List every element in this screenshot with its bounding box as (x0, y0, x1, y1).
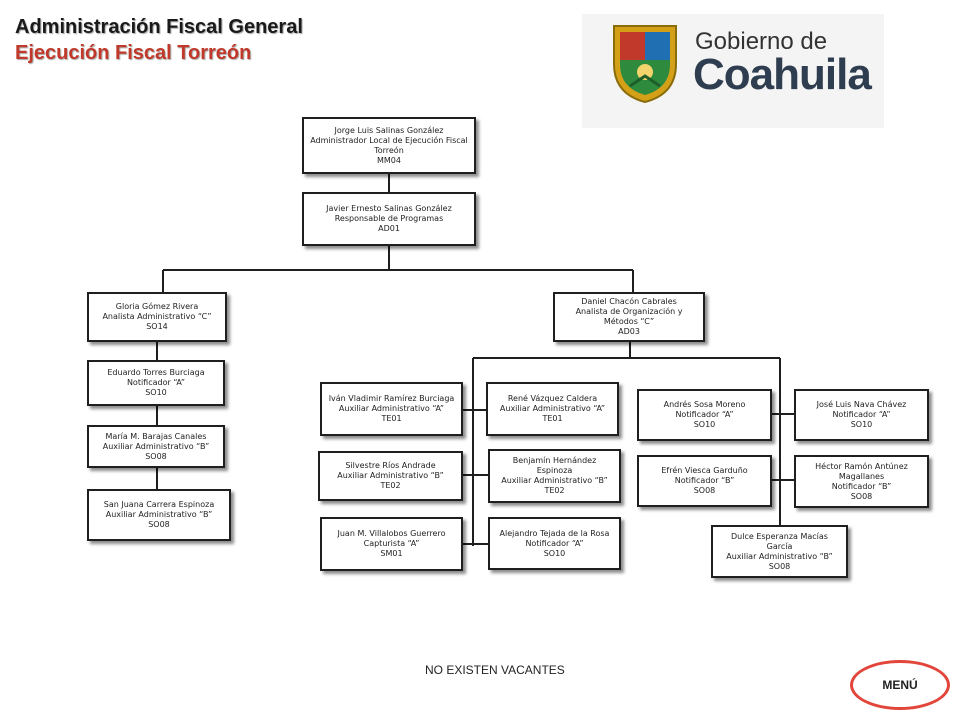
node-role: Notificador “B” (831, 481, 892, 491)
node-role: Notificador “A” (525, 538, 584, 548)
org-node-responsable: Javier Ernesto Salinas González Responsa… (302, 192, 476, 246)
node-name: Silvestre Ríos Andrade (345, 461, 436, 470)
node-code: AD01 (378, 224, 400, 233)
coahuila-seal-icon (613, 25, 677, 104)
node-code: TE02 (380, 481, 401, 490)
node-name: María M. Barajas Canales (105, 431, 207, 441)
org-node-silvestre: Silvestre Ríos Andrade Auxiliar Administ… (318, 451, 463, 501)
org-node-jose: José Luis Nava Chávez Notificador “A” SO… (794, 389, 929, 441)
logo-text-coahuila: Coahuila (693, 50, 872, 99)
node-code: TE01 (381, 414, 402, 423)
org-node-efren: Efrén Viesca Garduño Notificador “B” SO0… (637, 455, 772, 507)
node-role: Auxiliar Administrativo “A” (499, 404, 606, 413)
org-node-dulce: Dulce Esperanza Macías García Auxiliar A… (711, 525, 848, 578)
node-name: Andrés Sosa Moreno (663, 400, 746, 409)
node-role: Notificador “B” (674, 476, 735, 485)
node-code: SO10 (693, 420, 716, 429)
node-name: Iván Vladimir Ramírez Burciaga (328, 394, 455, 403)
node-name: José Luis Nava Chávez (816, 400, 907, 409)
node-name: René Vázquez Caldera (507, 394, 598, 403)
node-role: Responsable de Programas (334, 214, 444, 223)
node-code: SO08 (148, 520, 170, 529)
page-subtitle: Ejecución Fiscal Torreón (15, 42, 252, 64)
node-role: Analista Administrativo “C” (102, 312, 212, 321)
node-name: Daniel Chacón Cabrales (581, 297, 677, 306)
node-role: Notificador “A” (126, 378, 186, 387)
node-code: AD03 (618, 327, 640, 336)
node-code: SO14 (146, 322, 168, 331)
node-name: Efrén Viesca Garduño (661, 466, 748, 475)
org-node-andres: Andrés Sosa Moreno Notificador “A” SO10 (637, 389, 772, 441)
node-code: SO10 (850, 420, 873, 429)
node-name: Héctor Ramón Antúnez Magallanes (815, 461, 908, 481)
node-role: Analista de Organización y Métodos “C” (575, 307, 683, 326)
logo-text-gobierno: Gobierno de (695, 28, 828, 55)
vacancy-note: NO EXISTEN VACANTES (425, 663, 565, 677)
org-node-alejandro: Alejandro Tejada de la Rosa Notificador … (488, 517, 621, 570)
node-name: Gloria Gómez Rivera (115, 302, 199, 311)
node-role: Notificador “A” (832, 410, 891, 419)
org-node-gloria: Gloria Gómez Rivera Analista Administrat… (87, 292, 227, 342)
org-node-rene: René Vázquez Caldera Auxiliar Administra… (486, 382, 619, 436)
node-code: MM04 (377, 155, 401, 165)
node-role: Auxiliar Administrativo “B” (726, 551, 833, 561)
node-role: Capturista “A” (363, 539, 420, 548)
node-role: Administrador Local de Ejecución Fiscal … (310, 135, 468, 155)
node-role: Auxiliar Administrativo “B” (501, 476, 608, 485)
menu-button[interactable]: MENÚ (850, 660, 950, 710)
node-role: Notificador “A” (675, 410, 734, 419)
node-role: Auxiliar Administrativo “A” (338, 404, 445, 413)
node-code: TE01 (542, 414, 563, 423)
node-role: Auxiliar Administrativo “B” (105, 510, 213, 519)
org-node-ivan: Iván Vladimir Ramírez Burciaga Auxiliar … (320, 382, 463, 436)
node-name: Eduardo Torres Burciaga (107, 368, 205, 377)
node-name: Jorge Luis Salinas González (334, 125, 444, 135)
node-name: San Juana Carrera Espinoza (103, 500, 215, 509)
org-node-hector: Héctor Ramón Antúnez Magallanes Notifica… (794, 455, 929, 508)
node-code: SO10 (145, 388, 167, 397)
node-name: Juan M. Villalobos Guerrero (337, 529, 446, 538)
org-node-daniel: Daniel Chacón Cabrales Analista de Organ… (553, 292, 705, 342)
org-node-juan: Juan M. Villalobos Guerrero Capturista “… (320, 517, 463, 571)
page-title: Administración Fiscal General (15, 16, 303, 38)
node-code: SO08 (693, 486, 716, 495)
node-role: Auxiliar Administrativo “B” (102, 441, 210, 451)
node-name: Benjamín Hernández Espinoza (512, 456, 597, 475)
node-code: SO08 (145, 451, 167, 461)
org-node-administrador: Jorge Luis Salinas González Administrado… (302, 117, 476, 174)
org-node-maria: María M. Barajas Canales Auxiliar Admini… (87, 425, 225, 468)
node-name: Alejandro Tejada de la Rosa (499, 528, 610, 538)
org-node-eduardo: Eduardo Torres Burciaga Notificador “A” … (87, 360, 225, 406)
org-node-sanjuana: San Juana Carrera Espinoza Auxiliar Admi… (87, 489, 231, 541)
node-code: TE02 (544, 486, 565, 495)
node-name: Dulce Esperanza Macías García (731, 531, 828, 551)
node-role: Auxiliar Administrativo “B” (337, 471, 444, 480)
node-name: Javier Ernesto Salinas González (326, 204, 452, 213)
node-code: SO08 (768, 561, 791, 571)
node-code: SM01 (380, 549, 403, 558)
node-code: SO08 (850, 491, 873, 501)
org-node-benjamin: Benjamín Hernández Espinoza Auxiliar Adm… (488, 449, 621, 503)
node-code: SO10 (543, 548, 566, 558)
